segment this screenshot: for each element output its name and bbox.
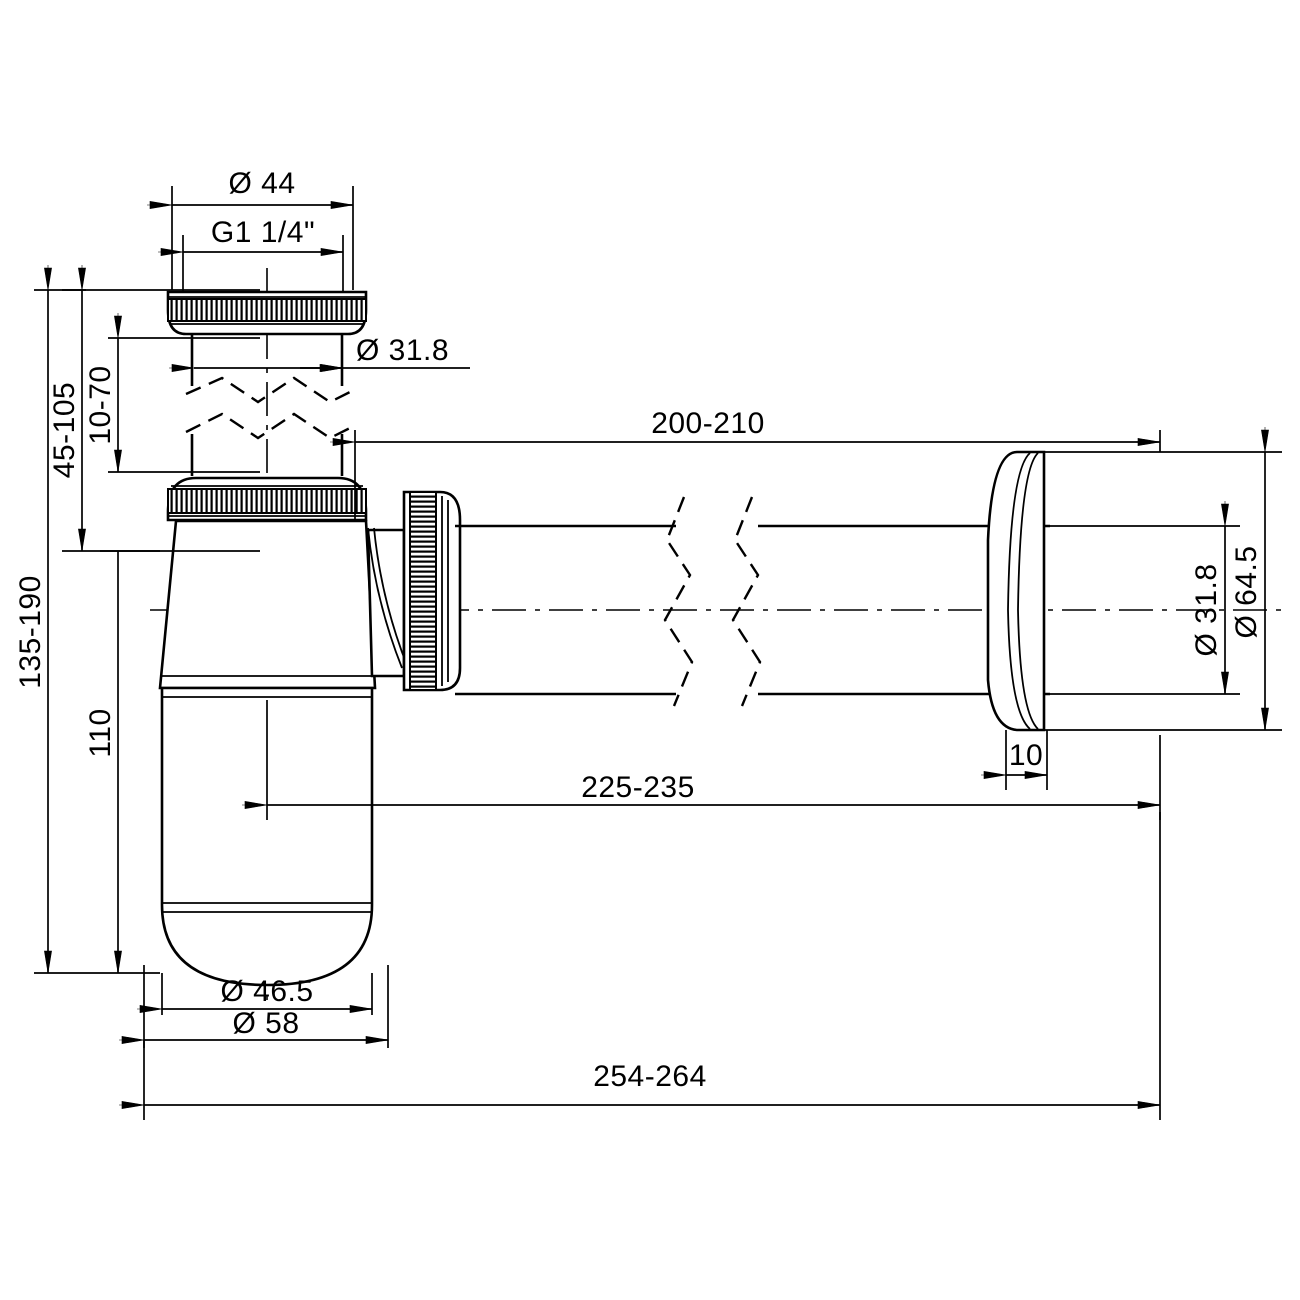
top-knurled-nut xyxy=(166,290,368,336)
dim-d58: Ø 58 xyxy=(119,965,389,1048)
dim-d318-out-label: Ø 31.8 xyxy=(1190,563,1223,656)
trap-body xyxy=(158,519,409,690)
trap-cup xyxy=(160,686,374,987)
dim-g114: G1 1/4" xyxy=(158,216,344,292)
dim-d645-label: Ø 64.5 xyxy=(1230,545,1263,638)
dim-135-190-label: 135-190 xyxy=(14,575,47,689)
dim-10: 10 xyxy=(981,730,1048,790)
dim-d645: Ø 64.5 xyxy=(1044,427,1282,731)
dim-d44: Ø 44 xyxy=(147,167,354,290)
lower-knurled-nut xyxy=(166,476,368,522)
wall-flange xyxy=(986,450,1046,732)
dim-225-235: 225-235 xyxy=(242,700,1161,820)
outlet-pipe xyxy=(455,496,1050,707)
inlet-tube xyxy=(185,334,351,476)
dim-d318-out: Ø 31.8 xyxy=(1050,501,1240,695)
dim-110-label: 110 xyxy=(84,708,117,757)
outlet-nut xyxy=(402,490,462,692)
dim-10-label: 10 xyxy=(1009,739,1043,772)
dim-110: 110 xyxy=(84,550,160,974)
dim-d318-inlet-label: Ø 31.8 xyxy=(356,334,449,367)
dim-d44-label: Ø 44 xyxy=(228,167,295,200)
dim-10-70: 10-70 xyxy=(84,313,260,473)
dim-254-264-label: 254-264 xyxy=(593,1060,707,1093)
dim-45-105: 45-105 xyxy=(48,265,260,552)
dim-d465-label: Ø 46.5 xyxy=(220,975,313,1008)
dim-45-105-label: 45-105 xyxy=(48,382,81,478)
dim-d318-inlet: Ø 31.8 xyxy=(169,334,470,372)
dim-200-210: 200-210 xyxy=(330,407,1172,520)
dim-10-70-label: 10-70 xyxy=(84,365,117,444)
dim-254-264: 254-264 xyxy=(119,812,1161,1120)
dim-135-190: 135-190 xyxy=(14,265,160,974)
dim-d58-label: Ø 58 xyxy=(232,1007,299,1040)
dim-g114-label: G1 1/4" xyxy=(211,216,315,249)
dim-200-210-label: 200-210 xyxy=(651,407,765,440)
dim-d465: Ø 46.5 xyxy=(137,973,373,1015)
dim-225-235-label: 225-235 xyxy=(581,771,695,804)
